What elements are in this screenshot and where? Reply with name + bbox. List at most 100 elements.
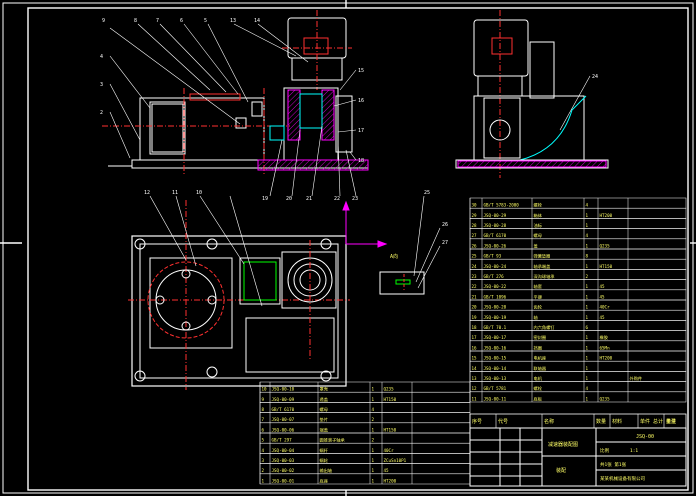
bom-cell-name: 弹簧垫圈 [534, 253, 551, 260]
bom-header-row: 序号代号名称数量材料单件 总计 重量备注 [469, 413, 687, 429]
bom-cell-name: 蜗杆 [320, 447, 329, 454]
bom-cell-material: HT150 [384, 427, 397, 432]
bom-cell-seq: 5 [262, 438, 265, 443]
svg-text:13: 13 [230, 18, 236, 24]
bom-cell-seq: 19 [472, 315, 478, 320]
bom-cell-qty: 1 [586, 345, 589, 350]
svg-text:15: 15 [358, 68, 364, 74]
svg-text:5: 5 [204, 18, 207, 24]
bom-cell-qty: 4 [586, 386, 589, 391]
bom-cell-seq: 29 [472, 213, 478, 218]
drawing-name: 减速器装配图 [548, 441, 578, 448]
bom-cell-code: JSQ-00-02 [272, 468, 295, 473]
bom-cell-code: GB/T 5783-2000 [484, 203, 520, 208]
bom-cell-code: JSQ-00-01 [272, 478, 295, 483]
bom-cell-seq: 23 [472, 274, 478, 279]
scale-label: 比例 [600, 447, 609, 454]
svg-text:25: 25 [424, 190, 430, 196]
bom-header-weight: 单件 总计 重量 [640, 418, 676, 425]
bom-cell-qty: 1 [372, 387, 375, 392]
bom-header-material: 材料 [612, 418, 622, 425]
svg-text:21: 21 [306, 196, 312, 202]
bom-cell-code: JSQ-00-03 [272, 458, 295, 463]
bom-cell-name: 螺母 [320, 406, 328, 413]
bom-cell-seq: 18 [472, 325, 478, 330]
bom-cell-qty: 1 [586, 264, 589, 269]
bom-cell-seq: 12 [472, 386, 478, 391]
bolt-holes [134, 238, 332, 382]
bom-cell-seq: 24 [472, 264, 478, 269]
bom-cell-name: 齿轮 [534, 304, 543, 311]
bom-cell-qty: 1 [372, 478, 375, 483]
svg-text:3: 3 [100, 82, 103, 88]
bom-cell-qty: 1 [586, 366, 589, 371]
bom-cell-code: JSQ-00-14 [484, 366, 507, 371]
bom-cell-qty: 1 [586, 396, 589, 401]
svg-text:14: 14 [254, 18, 260, 24]
svg-text:24: 24 [592, 74, 598, 80]
bom-cell-name: 端盖 [320, 426, 328, 433]
bom-cell-code: JSQ-00-17 [484, 335, 507, 340]
bom-cell-qty: 6 [586, 325, 589, 330]
bom-cell-qty: 1 [372, 468, 375, 473]
bom-cell-name: 轴承端盖 [534, 263, 551, 270]
bom-cell-code: GB/T 5781 [484, 386, 507, 391]
bom-cell-seq: 9 [262, 397, 265, 402]
bom-header-code: 代号 [498, 418, 508, 425]
bom-cell-material: 橡胶 [600, 334, 608, 341]
bom-cell-name: 油标 [534, 222, 542, 229]
bom-header-name: 名称 [544, 418, 554, 425]
bom-cell-seq: 8 [262, 407, 265, 412]
bom-cell-seq: 22 [472, 284, 478, 289]
bom-cell-name: 螺栓 [534, 385, 543, 392]
bom-cell-qty: 1 [372, 427, 375, 432]
bom-cell-name: 平键 [534, 293, 543, 300]
svg-text:26: 26 [442, 222, 448, 228]
bom-cell-qty: 1 [586, 356, 589, 361]
bom-cell-code: JSQ-00-29 [484, 213, 507, 218]
bom-cell-code: JSQ-00-26 [484, 243, 507, 248]
bom-cell-qty: 1 [586, 335, 589, 340]
bom-cell-material: HT150 [600, 264, 613, 269]
bom-cell-code: GB/T 1096 [484, 294, 507, 299]
bom-cell-code: JSQ-00-04 [272, 448, 295, 453]
bom-cell-name: 电机 [534, 375, 543, 382]
svg-text:19: 19 [262, 196, 268, 202]
bom-cell-qty: 1 [586, 223, 589, 228]
title-block: 减速器装配图 JSQ-00 装配 比例 1:1 共1张 第1张 某某机械设备有限… [469, 427, 687, 487]
bom-cell-name: 螺母 [534, 232, 542, 239]
bom-cell-qty: 1 [586, 376, 589, 381]
bom-cell-seq: 6 [262, 427, 265, 432]
bom-cell-name: 螺栓 [534, 202, 543, 209]
svg-text:4: 4 [100, 54, 103, 60]
bom-cell-seq: 25 [472, 254, 478, 259]
bom-cell-name: 轴 [534, 314, 538, 321]
bom-cell-seq: 1 [262, 478, 265, 483]
bom-cell-code: JSQ-00-16 [484, 345, 507, 350]
bom-cell-qty: 2 [586, 274, 589, 279]
bom-cell-qty: 2 [372, 438, 375, 443]
scale-value: 1:1 [630, 448, 638, 454]
bom-cell-material: 45 [600, 315, 606, 320]
bom-cell-seq: 28 [472, 223, 478, 228]
bom-header-qty: 数量 [596, 418, 606, 425]
svg-text:23: 23 [352, 196, 358, 202]
bom-cell-qty: 1 [372, 448, 375, 453]
bom-cell-qty: 4 [372, 407, 375, 412]
bom-cell-name: 输出轴 [320, 467, 333, 474]
bom-cell-qty: 4 [586, 233, 589, 238]
